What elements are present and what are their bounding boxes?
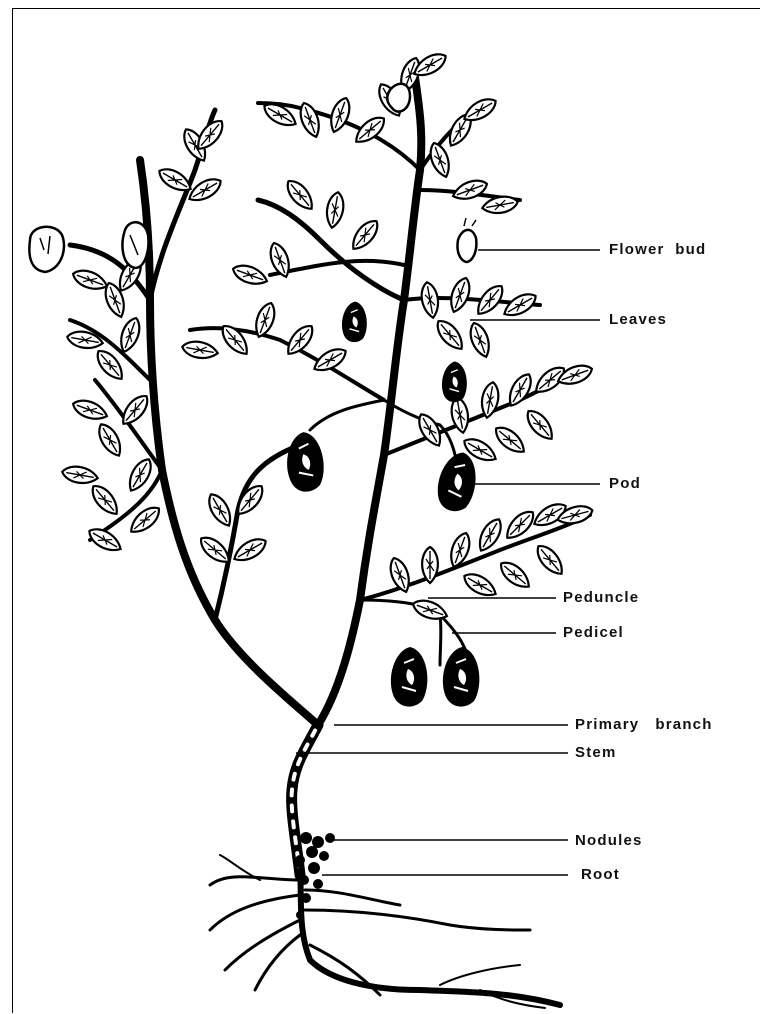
label-root: Root	[581, 866, 620, 883]
pods	[284, 302, 480, 707]
label-pod: Pod	[609, 475, 641, 492]
flower-bud-icon	[457, 230, 476, 262]
label-flower-bud: Flower bud	[609, 241, 706, 258]
flower-icon	[29, 227, 64, 272]
label-leaves: Leaves	[609, 311, 667, 328]
labels: Flower bud Leaves Pod Peduncle Pedicel P…	[563, 241, 713, 883]
pod-icon	[391, 647, 427, 707]
pod-icon	[442, 362, 467, 403]
label-peduncle: Peduncle	[563, 589, 639, 606]
primary-branch-right	[318, 70, 421, 725]
label-primary-branch: Primary branch	[575, 716, 713, 733]
flower-icon	[122, 222, 148, 268]
pod-icon	[443, 647, 479, 707]
label-stem: Stem	[575, 744, 616, 761]
leaves-group	[61, 49, 595, 623]
label-nodules: Nodules	[575, 832, 643, 849]
flower-icon	[387, 84, 410, 112]
label-pedicel: Pedicel	[563, 624, 624, 641]
pod-icon	[434, 449, 480, 514]
pod-icon	[284, 431, 326, 494]
roots	[210, 855, 560, 1008]
pod-icon	[342, 302, 367, 343]
